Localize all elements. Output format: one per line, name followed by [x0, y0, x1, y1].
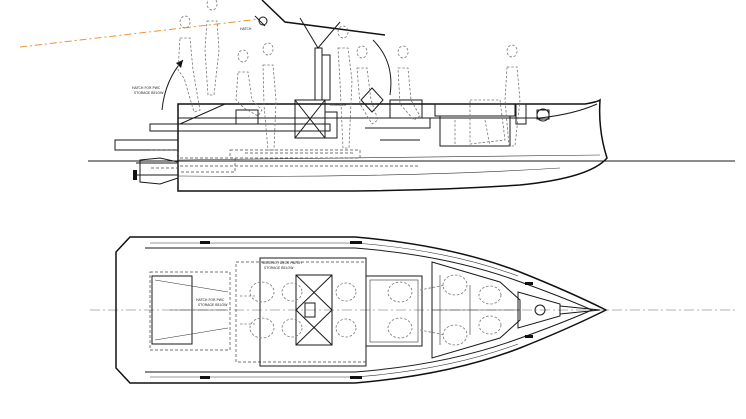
profile-keel-line — [177, 167, 561, 177]
plan-bow-seating — [431, 261, 521, 359]
plan-stern-hatch — [149, 271, 231, 351]
plan-deck-label-line1: SEATING / DECK HATCH — [262, 261, 302, 265]
profile-view: HATCH FOR PWC STORAGE BELOW HATCH CONSOL… — [19, 0, 735, 192]
profile-swim-platform — [114, 139, 179, 151]
plan-console — [295, 274, 333, 346]
plan-seated-figures — [240, 274, 502, 346]
plan-deck-label-line2: STORAGE BELOW — [264, 266, 294, 270]
plan-hatch-label-line2: STORAGE BELOW — [198, 303, 228, 307]
profile-hatch-label-line2: STORAGE BELOW — [134, 91, 164, 95]
profile-seating — [179, 87, 527, 147]
anchor-windlass — [536, 108, 550, 122]
plan-hatch-label-line1: HATCH FOR PWC — [196, 298, 225, 302]
plan-forward-seat — [365, 275, 423, 347]
console — [294, 99, 338, 139]
outboard-engine — [133, 149, 236, 185]
profile-top-label: HATCH — [240, 27, 252, 31]
profile-hull — [177, 98, 608, 192]
plan-view: SEATING / DECK HATCH STORAGE BELOW HATCH… — [90, 236, 735, 384]
plan-hull-outline — [115, 236, 608, 384]
profile-hatch-label-line1: HATCH FOR PWC — [132, 86, 161, 90]
hatch-swing-arrow — [161, 59, 184, 111]
profile-deck-dash — [229, 149, 361, 159]
profile-transom — [149, 123, 331, 132]
plan-gunwale-inner — [145, 247, 594, 373]
profile-sheer-line — [178, 103, 598, 119]
profile-console-label: CONSOLE — [330, 103, 346, 107]
t-top — [254, 0, 386, 101]
plan-deck-area — [235, 261, 367, 363]
profile-chine-line — [177, 154, 601, 161]
sight-line — [19, 18, 261, 48]
plan-anchor-locker — [517, 291, 601, 329]
profile-person-figures — [177, 0, 521, 151]
door-swing-arc — [372, 39, 392, 96]
